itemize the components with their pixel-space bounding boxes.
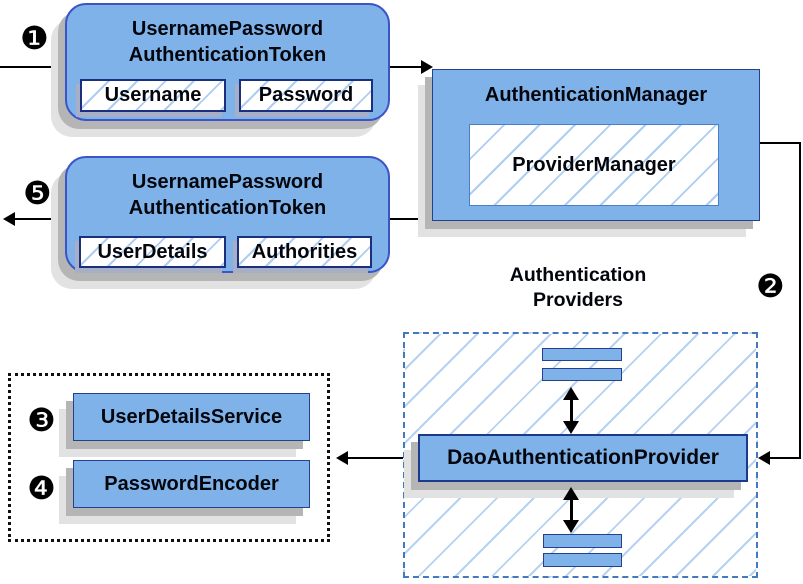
dependencies-group-box xyxy=(8,373,330,542)
authentication-manager-node: AuthenticationManager ProviderManager xyxy=(432,69,760,221)
step-3-badge: ❸ xyxy=(27,401,56,439)
step-5-badge: ❺ xyxy=(23,174,52,212)
step2-connector-bottom-line xyxy=(769,457,801,459)
password-field-box: Password xyxy=(239,79,373,112)
user-details-service-node: UserDetailsService xyxy=(73,393,310,441)
provider-to-services-arrowhead-icon xyxy=(336,451,348,465)
provider-placeholder-bar xyxy=(543,534,622,548)
provider-placeholder-bar xyxy=(543,553,622,567)
username-field-box: Username xyxy=(80,79,226,112)
request-token-node: UsernamePassword AuthenticationToken Use… xyxy=(65,3,390,121)
token-to-manager-line xyxy=(390,66,423,68)
provider-manager-box: ProviderManager xyxy=(469,124,719,206)
authentication-manager-title: AuthenticationManager xyxy=(484,84,708,106)
result-token-title-line1: UsernamePassword xyxy=(131,171,324,193)
providers-heading-line2: Providers xyxy=(533,289,623,311)
step-2-badge: ❷ xyxy=(756,267,785,305)
userdetails-field-box: UserDetails xyxy=(79,236,226,268)
result-token-title-line2: AuthenticationToken xyxy=(128,197,327,219)
authorities-field-box: Authorities xyxy=(237,236,372,268)
step2-connector-vertical-line xyxy=(799,142,801,459)
incoming-request-line xyxy=(0,66,65,68)
providers-heading-line1: Authentication xyxy=(509,264,647,286)
provider-to-services-line xyxy=(346,457,418,459)
step2-arrowhead-icon xyxy=(758,451,770,465)
double-arrow-icon xyxy=(563,487,580,533)
step2-connector-top-line xyxy=(760,142,801,144)
result-token-outgoing-line xyxy=(13,218,66,220)
token-to-manager-arrowhead-icon xyxy=(421,60,433,74)
providers-group-heading: Authentication Providers xyxy=(428,263,728,313)
request-token-title-line2: AuthenticationToken xyxy=(128,44,327,66)
step-1-badge: ❶ xyxy=(20,19,49,57)
provider-placeholder-bar xyxy=(542,368,622,381)
manager-to-result-token-line xyxy=(390,218,432,220)
double-arrow-icon xyxy=(563,387,580,434)
step-4-badge: ❹ xyxy=(27,469,56,507)
result-token-title: UsernamePassword AuthenticationToken xyxy=(67,158,388,221)
provider-placeholder-bar xyxy=(542,348,622,361)
request-token-title: UsernamePassword AuthenticationToken xyxy=(67,5,388,68)
password-encoder-node: PasswordEncoder xyxy=(73,460,310,508)
request-token-title-line1: UsernamePassword xyxy=(131,18,324,40)
result-token-outgoing-arrowhead-icon xyxy=(3,212,15,226)
dao-authentication-provider-node: DaoAuthenticationProvider xyxy=(418,434,748,482)
result-token-node: UsernamePassword AuthenticationToken Use… xyxy=(65,156,390,273)
